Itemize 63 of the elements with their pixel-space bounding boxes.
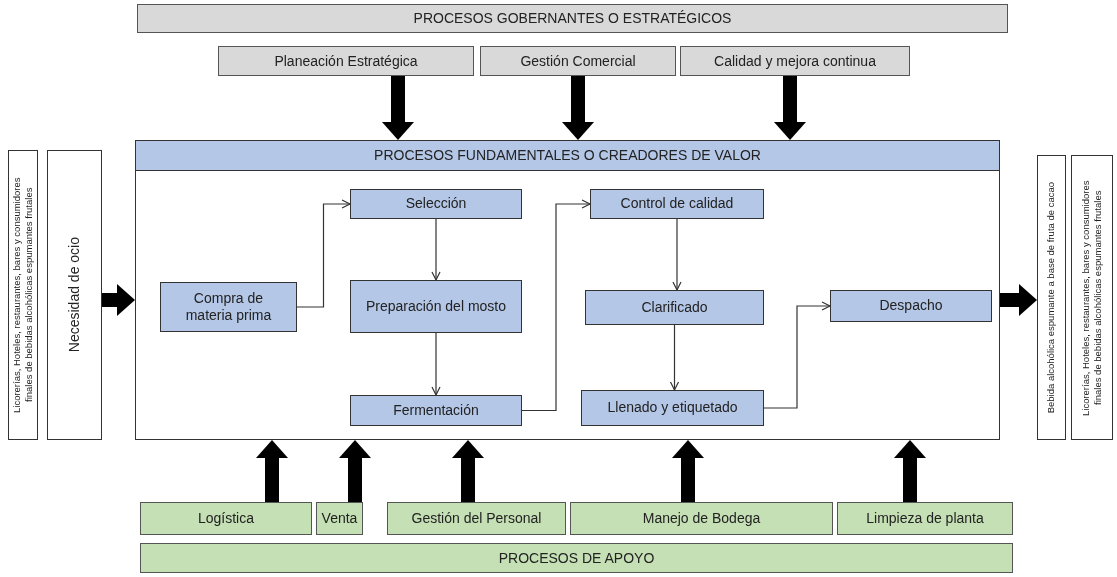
- node-text: Preparación del mosto: [364, 297, 508, 316]
- node-text: Logística: [196, 509, 255, 528]
- node-text: Planeación Estratégica: [273, 51, 419, 71]
- block-arrow: [382, 76, 414, 140]
- node-text: Fermentación: [392, 401, 480, 420]
- arrow: [431, 218, 441, 281]
- support-process-box: [570, 502, 833, 535]
- node-text: Despacho: [878, 297, 944, 315]
- arrow: [521, 199, 591, 412]
- node-text: Llenado y etiquetado: [606, 399, 739, 417]
- process-panel: [135, 140, 1000, 440]
- node-text: PROCESOS GOBERNANTES O ESTRATÉGICOS: [412, 9, 733, 28]
- process-box: [581, 390, 764, 426]
- node-text: Control de calidad: [619, 195, 735, 213]
- block-arrow: [1000, 284, 1037, 316]
- process-box: [830, 290, 992, 322]
- process-band: [137, 4, 1008, 33]
- support-process-box: [387, 502, 566, 535]
- block-arrow: [894, 440, 926, 502]
- node-text: Gestión del Personal: [410, 509, 543, 528]
- node-text: Licorerías, Hoteles, restaurantes, bares y consumidores finales de bebidas alcohólicas espumantes frutales: [1079, 178, 1104, 418]
- node-text: Compra de materia prima: [184, 289, 273, 325]
- block-arrow: [562, 76, 594, 140]
- process-box: [350, 189, 522, 219]
- vertical-label-box: [1071, 155, 1113, 440]
- support-process-box: [140, 543, 1013, 573]
- node-text: Manejo de Bodega: [641, 509, 762, 528]
- node-text: Venta: [320, 509, 359, 528]
- process-band: [218, 46, 474, 76]
- arrow: [431, 332, 441, 396]
- support-process-box: [140, 502, 312, 535]
- node-text: Limpieza de planta: [865, 509, 985, 528]
- process-box: [160, 282, 297, 332]
- block-arrow: [256, 440, 288, 502]
- process-box: [590, 189, 764, 219]
- arrow: [669, 324, 680, 391]
- block-arrow: [774, 76, 806, 140]
- vertical-label-box: [47, 150, 102, 440]
- arrow: [672, 218, 682, 291]
- process-band: [680, 46, 910, 76]
- block-arrow: [339, 440, 371, 502]
- process-box: [350, 395, 522, 426]
- node-text: Licorerías, Hoteles, restaurantes, bares y consumidores finales de bebidas alcohólicas espumantes frutales: [10, 176, 35, 415]
- vertical-label-box: [8, 150, 38, 440]
- node-text: Clarificado: [640, 298, 709, 317]
- arrow: [763, 301, 831, 409]
- support-process-box: [837, 502, 1013, 535]
- process-box: [350, 280, 522, 333]
- process-box: [585, 290, 764, 325]
- node-text: Calidad y mejora continua: [713, 51, 877, 71]
- node-text: PROCESOS DE APOYO: [497, 548, 656, 568]
- header-band: PROCESOS FUNDAMENTALES O CREADORES DE VALOR: [135, 140, 1000, 171]
- node-text: Bebida alcohólica espumante a base de fruta de cacao: [1045, 181, 1058, 414]
- node-text: Selección: [404, 195, 468, 213]
- support-process-box: [316, 502, 363, 535]
- arrow: [296, 199, 351, 308]
- vertical-label-box: [1037, 155, 1066, 440]
- block-arrow: [672, 440, 704, 502]
- node-text: Necesidad de ocio: [65, 237, 83, 353]
- block-arrow: [102, 284, 135, 316]
- block-arrow: [452, 440, 484, 502]
- node-text: Gestión Comercial: [519, 51, 637, 71]
- process-band: [480, 46, 676, 76]
